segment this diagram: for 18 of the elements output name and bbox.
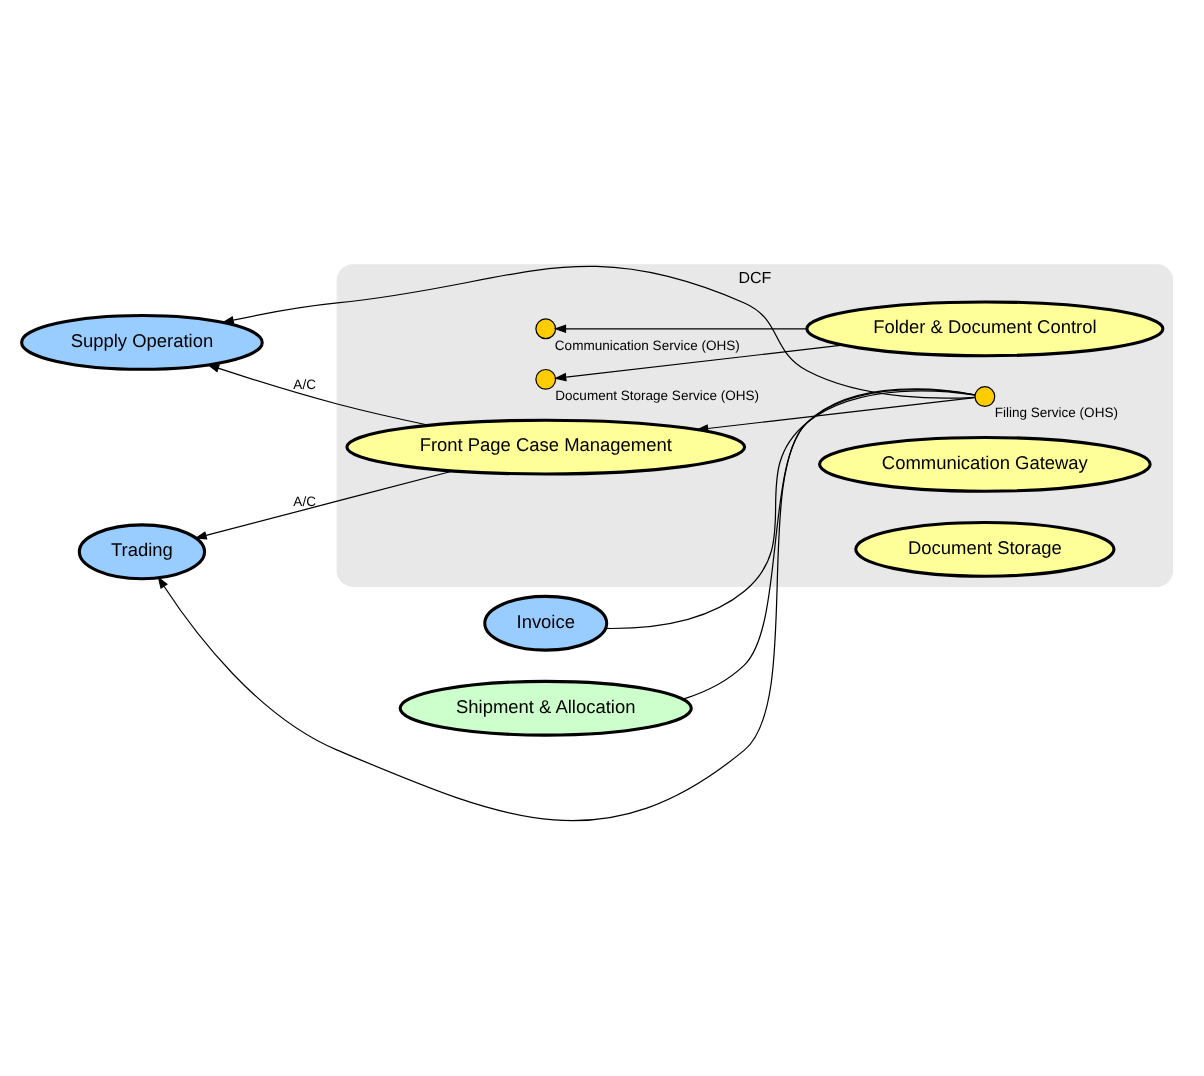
connector [682,389,976,700]
arrow [695,397,976,433]
node-ellipse: Shipment & Allocation [398,679,693,737]
arrow [157,388,976,822]
node-circle [974,386,996,408]
arrow [553,324,808,334]
arrow [221,266,976,399]
connector [605,390,976,630]
node-ellipse: Document Storage [854,520,1116,578]
node-ellipse: Front Page Case Management [345,418,747,476]
arrow [206,364,430,426]
node-circle [535,368,557,390]
arrow [554,344,844,382]
node-ellipse: Invoice [483,594,609,652]
node-ellipse: Communication Gateway [818,435,1152,493]
arrow [194,470,454,540]
node-circle [535,318,557,340]
node-ellipse: Folder & Document Control [805,300,1165,358]
